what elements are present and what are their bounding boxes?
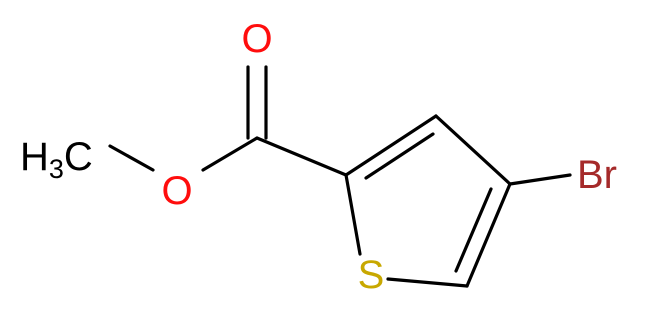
bond-c-o-ester (201, 136, 259, 172)
atom-oxygen-carbonyl: O (241, 17, 272, 61)
bond-s-c2 (344, 173, 362, 256)
bond-o-methyl (108, 144, 155, 172)
methyl-c: C (64, 135, 93, 179)
bond-c5-s (386, 277, 469, 288)
atom-bromine: Br (577, 153, 617, 197)
atom-sulfur: S (358, 253, 385, 297)
atom-oxygen-ester: O (161, 169, 192, 213)
bond-c4-br (508, 173, 572, 186)
bond-c2-c3-inner (364, 132, 435, 180)
bond-carbonyl-ring (255, 136, 348, 177)
atom-methyl: H3C (20, 135, 93, 184)
bond-c3-c4 (434, 114, 512, 186)
bond-c4-c5-inner (454, 187, 493, 273)
bond-c4-c5 (465, 182, 512, 288)
bonds (108, 65, 572, 288)
methyl-h: H (20, 135, 49, 179)
bond-c2-c3 (344, 114, 438, 177)
methyl-subscript: 3 (49, 154, 64, 184)
atom-labels: O O S Br H3C (20, 17, 617, 297)
